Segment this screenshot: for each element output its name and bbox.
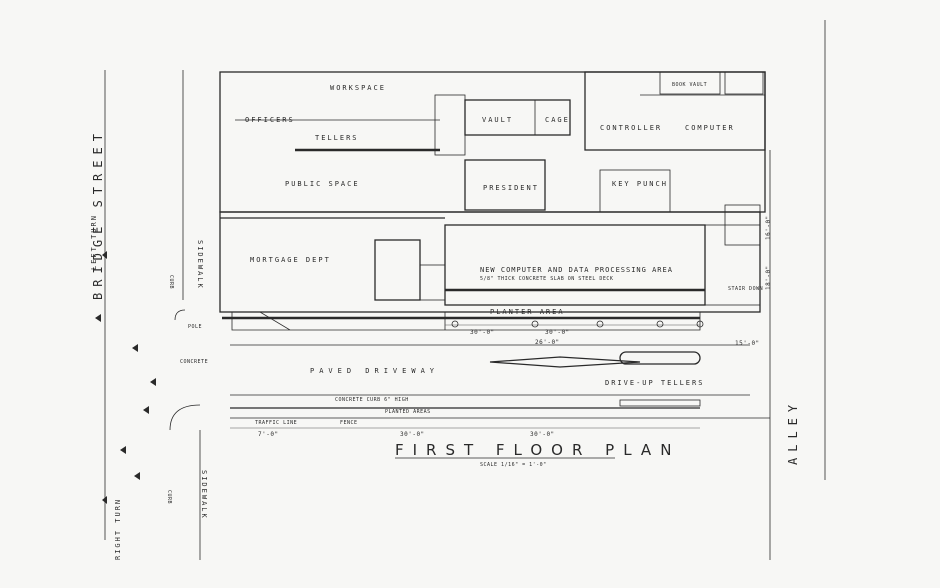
east-stair	[724, 204, 761, 246]
label-sidewalk-left: SIDEWALK	[196, 240, 204, 290]
label-paved-driveway: PAVED DRIVEWAY	[310, 367, 439, 375]
curb-curve	[169, 404, 201, 431]
mortgage-closet	[419, 264, 446, 301]
mortgage-utility-room	[374, 239, 421, 301]
label-computer: COMPUTER	[685, 124, 735, 132]
label-mortgage-dept: MORTGAGE DEPT	[250, 256, 331, 264]
stair-room	[724, 71, 764, 95]
label-controller: CONTROLLER	[600, 124, 662, 132]
label-planter-area: PLANTER AREA	[490, 308, 565, 316]
label-workspace: WORKSPACE	[330, 84, 386, 92]
dim-5: 30'-0"	[545, 329, 570, 336]
label-computer-area: NEW COMPUTER AND DATA PROCESSING AREA	[480, 266, 673, 274]
planter-area-outline	[231, 311, 701, 331]
book-vault-room	[659, 71, 721, 95]
drawing-title: FIRST FLOOR PLAN	[395, 441, 680, 459]
drive-island-right	[619, 351, 701, 365]
dim-8: 16'-0"	[765, 215, 772, 240]
label-traffic-line: TRAFFIC LINE	[255, 420, 297, 426]
label-concrete-curb: CONCRETE CURB 6" HIGH	[335, 397, 409, 403]
label-right-turn: RIGHT TURN	[114, 498, 122, 560]
side-room	[434, 94, 466, 156]
label-concrete: CONCRETE	[180, 359, 208, 365]
drive-up-teller-booth	[619, 399, 701, 407]
traffic-arrows	[95, 251, 156, 504]
label-book-vault: BOOK VAULT	[672, 82, 707, 88]
dim-4: 30'-0"	[470, 329, 495, 336]
dim-9: 18'-0"	[765, 265, 772, 290]
label-wall-note: 5/8" THICK CONCRETE SLAB ON STEEL DECK	[480, 276, 613, 282]
label-planted-areas: PLANTED AREAS	[385, 409, 431, 415]
key-punch-room	[599, 169, 671, 213]
label-vault: VAULT	[482, 116, 513, 124]
dim-3: 30'-0"	[530, 431, 555, 438]
dim-1: 7'-0"	[258, 431, 279, 438]
drawing-scale: SCALE 1/16" = 1'-0"	[480, 462, 547, 468]
label-alley: ALLEY	[786, 399, 800, 465]
label-sidewalk-bottom: SIDEWALK	[200, 470, 208, 520]
dim-6: 26'-0"	[535, 339, 560, 346]
label-president: PRESIDENT	[483, 184, 539, 192]
dim-2: 30'-0"	[400, 431, 425, 438]
label-fence: FENCE	[340, 420, 358, 426]
label-curb-left: CURB	[168, 275, 174, 289]
computer-area-room	[444, 224, 706, 306]
dim-7: 15'-0"	[735, 340, 760, 347]
label-stair-down: STAIR DOWN	[728, 286, 763, 292]
label-tellers: TELLERS	[315, 134, 359, 142]
label-key-punch: KEY PUNCH	[612, 180, 668, 188]
label-bridge-street: BRIDGE STREET	[91, 128, 105, 300]
grid-markers	[451, 320, 704, 328]
president-room	[464, 159, 546, 211]
drive-island-left	[489, 356, 641, 368]
label-left-turn: LEFT TURN	[90, 214, 98, 270]
east-utility-room	[704, 224, 761, 306]
label-pole: POLE	[188, 324, 202, 330]
label-cage: CAGE	[545, 116, 570, 124]
curb-corner	[174, 309, 186, 321]
label-curb-bottom: CURB	[166, 490, 172, 504]
label-officers: OFFICERS	[245, 116, 295, 124]
label-public-space: PUBLIC SPACE	[285, 180, 360, 188]
label-drive-up-tellers: DRIVE-UP TELLERS	[605, 379, 704, 387]
